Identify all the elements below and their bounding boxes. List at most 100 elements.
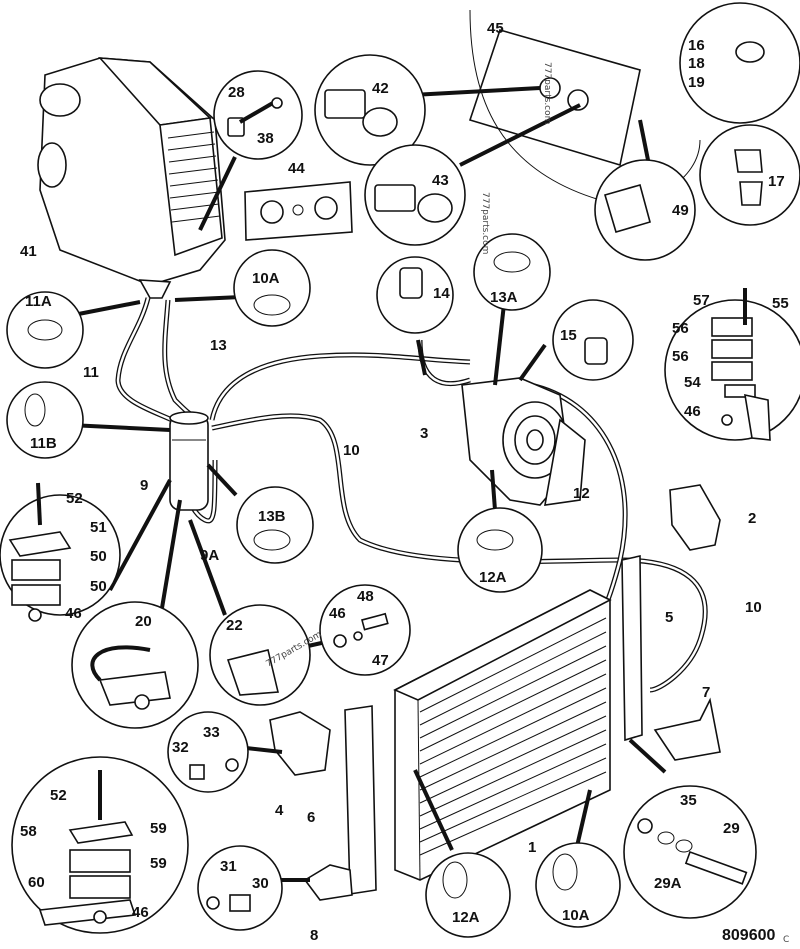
callout-57: 57: [693, 292, 710, 309]
drawing-number: 809600: [722, 927, 775, 944]
callout-5: 5: [665, 609, 673, 626]
callout-17: 17: [768, 173, 785, 190]
callout-10A: 10A: [252, 270, 280, 287]
callout-45: 45: [487, 20, 504, 37]
callout-6: 6: [307, 809, 315, 826]
callout-50: 50: [90, 578, 107, 595]
callout-19: 19: [688, 74, 705, 91]
watermark: 777parts.com: [480, 192, 490, 254]
callout-3: 3: [420, 425, 428, 442]
callout-29: 29: [723, 820, 740, 837]
bracket-5: [621, 555, 643, 742]
callout-13B: 13B: [258, 508, 286, 525]
watermark: 777parts.com: [542, 62, 552, 124]
callout-28: 28: [228, 84, 245, 101]
callout-10A: 10A: [562, 907, 590, 924]
callout-8: 8: [310, 927, 318, 944]
callout-29A: 29A: [654, 875, 682, 892]
callout-44: 44: [288, 160, 305, 177]
callout-52: 52: [66, 490, 83, 507]
control-panel: [244, 181, 353, 241]
callout-35: 35: [680, 792, 697, 809]
callout-31: 31: [220, 858, 237, 875]
callout-56: 56: [672, 348, 689, 365]
callout-9: 9: [140, 477, 148, 494]
dashboard-panel: [468, 9, 701, 203]
callout-54: 54: [684, 374, 701, 391]
detail-11B: [6, 381, 84, 459]
callout-51: 51: [90, 519, 107, 536]
callout-7: 7: [702, 684, 710, 701]
callout-32: 32: [172, 739, 189, 756]
callout-12A: 12A: [452, 909, 480, 926]
callout-20: 20: [135, 613, 152, 630]
callout-10: 10: [745, 599, 762, 616]
callout-9A: 9A: [200, 547, 219, 564]
callout-46: 46: [684, 403, 701, 420]
detail-28: [213, 70, 303, 160]
callout-43: 43: [432, 172, 449, 189]
callout-46: 46: [65, 605, 82, 622]
drawing-suffix: C: [783, 935, 789, 945]
callout-4: 4: [275, 802, 284, 819]
callout-18: 18: [688, 55, 705, 72]
callout-22: 22: [226, 617, 243, 634]
brackets: [269, 484, 721, 901]
callout-59: 59: [150, 855, 167, 872]
callout-10: 10: [343, 442, 360, 459]
callout-33: 33: [203, 724, 220, 741]
callout-46: 46: [132, 904, 149, 921]
detail-32: [167, 711, 249, 793]
callout-11: 11: [83, 364, 99, 381]
callout-49: 49: [672, 202, 689, 219]
hoses: [115, 297, 708, 765]
callout-38: 38: [257, 130, 274, 147]
detail-11A: [6, 291, 84, 369]
callout-16: 16: [688, 37, 705, 54]
callout-11A: 11A: [25, 293, 52, 310]
evaporator-unit: [37, 57, 226, 299]
condenser: [393, 589, 612, 881]
callout-42: 42: [372, 80, 389, 97]
callout-15: 15: [560, 327, 577, 344]
callout-12: 12: [573, 485, 590, 502]
bracket-4: [269, 711, 331, 776]
callout-56: 56: [672, 320, 689, 337]
callout-2: 2: [748, 510, 756, 527]
callout-12A: 12A: [479, 569, 507, 586]
receiver-drier: [169, 411, 209, 511]
callout-labels: 1 2 3 4 5 6 7 8 9 9A 10 10 10A 10A 11 11…: [20, 20, 789, 944]
callout-59: 59: [150, 820, 167, 837]
detail-10A-bottom: [535, 842, 621, 928]
callout-52: 52: [50, 787, 67, 804]
callout-11B: 11B: [30, 435, 57, 452]
detail-clamp-58: [11, 756, 189, 934]
bracket-2: [669, 484, 721, 551]
callout-1: 1: [528, 839, 536, 856]
detail-30: [197, 845, 283, 931]
callout-55: 55: [772, 295, 789, 312]
detail-leaders: [57, 86, 667, 882]
detail-17: [699, 124, 800, 226]
detail-12A-bottom: [425, 852, 511, 938]
detail-10A-top: [233, 249, 311, 327]
bracket-7: [653, 697, 721, 761]
callout-46: 46: [329, 605, 346, 622]
detail-13B: [236, 486, 314, 564]
callout-50: 50: [90, 548, 107, 565]
callout-41: 41: [20, 243, 37, 260]
callout-13A: 13A: [490, 289, 518, 306]
callout-30: 30: [252, 875, 269, 892]
detail-16: [679, 2, 800, 124]
callout-60: 60: [28, 874, 45, 891]
bracket-8: [303, 864, 353, 901]
callout-14: 14: [433, 285, 450, 302]
callout-48: 48: [357, 588, 374, 605]
compressor: [461, 377, 586, 506]
callout-13: 13: [210, 337, 227, 354]
callout-47: 47: [372, 652, 389, 669]
bracket-6: [344, 705, 377, 895]
